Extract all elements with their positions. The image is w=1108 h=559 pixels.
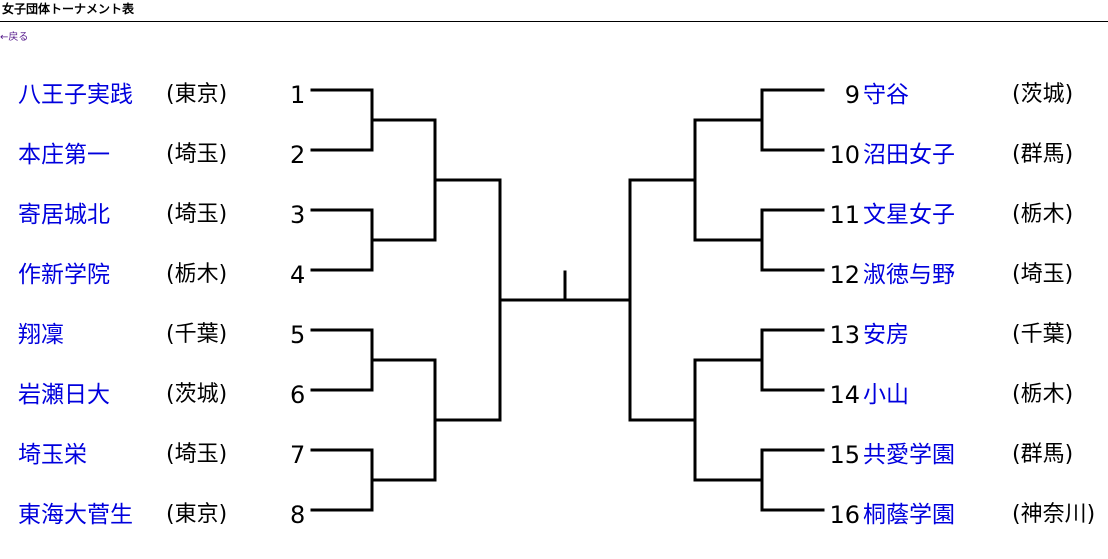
school-link-right-13[interactable]: 安房 xyxy=(863,322,909,348)
prefecture-right-15: (群馬) xyxy=(1012,442,1074,467)
school-link-left-5[interactable]: 翔凜 xyxy=(18,322,64,348)
page-title: 女子団体トーナメント表 xyxy=(2,2,135,16)
seed-number-1: 1 xyxy=(290,81,306,109)
prefecture-left-2: (埼玉) xyxy=(166,142,228,167)
seed-number-2: 2 xyxy=(290,141,306,169)
bracket-line-l-r2-1 xyxy=(433,118,502,242)
school-link-left-4[interactable]: 作新学院 xyxy=(18,262,110,288)
seed-number-7: 7 xyxy=(290,441,306,469)
school-link-left-1[interactable]: 八王子実践 xyxy=(18,82,133,108)
bracket-line-r-r1-3 xyxy=(693,328,825,392)
prefecture-left-8: (東京) xyxy=(166,502,228,527)
prefecture-right-10: (群馬) xyxy=(1012,142,1074,167)
school-link-left-8[interactable]: 東海大菅生 xyxy=(18,502,133,528)
prefecture-right-11: (栃木) xyxy=(1012,202,1074,227)
bracket-line-l-r2-2 xyxy=(433,358,502,482)
school-link-right-10[interactable]: 沼田女子 xyxy=(863,142,955,168)
prefecture-left-4: (栃木) xyxy=(166,262,228,287)
prefecture-right-14: (栃木) xyxy=(1012,382,1074,407)
bracket-line-final xyxy=(563,270,632,302)
school-link-right-9[interactable]: 守谷 xyxy=(863,82,909,108)
prefecture-left-6: (茨城) xyxy=(166,382,228,407)
bracket-line-r-r1-4 xyxy=(693,448,825,512)
school-link-left-2[interactable]: 本庄第一 xyxy=(18,142,110,168)
bracket-line-l-r1-3 xyxy=(310,328,437,392)
school-link-right-16[interactable]: 桐蔭学園 xyxy=(863,502,955,528)
prefecture-left-1: (東京) xyxy=(166,82,228,107)
school-link-right-11[interactable]: 文星女子 xyxy=(863,202,955,228)
seed-number-6: 6 xyxy=(290,381,306,409)
prefecture-right-12: (埼玉) xyxy=(1012,262,1074,287)
bracket-line-l-r1-4 xyxy=(310,448,437,512)
bracket-line-r-r1-1 xyxy=(693,88,825,152)
seed-number-3: 3 xyxy=(290,201,306,229)
bracket-line-l-r1-2 xyxy=(310,208,437,272)
seed-number-15: 15 xyxy=(829,441,860,469)
school-link-right-14[interactable]: 小山 xyxy=(863,382,909,408)
seed-number-8: 8 xyxy=(290,501,306,529)
seed-number-9: 9 xyxy=(844,81,860,109)
school-link-right-15[interactable]: 共愛学園 xyxy=(863,442,955,468)
back-link[interactable]: ←戻る xyxy=(0,32,29,43)
seed-number-11: 11 xyxy=(829,201,860,229)
bracket-line-r-r2-2 xyxy=(628,358,697,482)
seed-number-14: 14 xyxy=(829,381,860,409)
prefecture-left-5: (千葉) xyxy=(166,322,228,347)
school-link-left-6[interactable]: 岩瀬日大 xyxy=(18,382,110,408)
seed-number-16: 16 xyxy=(829,501,860,529)
prefecture-left-7: (埼玉) xyxy=(166,442,228,467)
bracket-line-r-r3 xyxy=(563,178,632,422)
seed-number-10: 10 xyxy=(829,141,860,169)
page-header: 女子団体トーナメント表 xyxy=(0,0,1108,22)
bracket-line-l-r1-1 xyxy=(310,88,437,152)
prefecture-right-9: (茨城) xyxy=(1012,82,1074,107)
bracket-line-l-r3 xyxy=(498,178,567,422)
prefecture-right-16: (神奈川) xyxy=(1012,502,1096,527)
prefecture-left-3: (埼玉) xyxy=(166,202,228,227)
bracket-line-r-r2-1 xyxy=(628,118,697,242)
seed-number-12: 12 xyxy=(829,261,860,289)
seed-number-5: 5 xyxy=(290,321,306,349)
seed-number-13: 13 xyxy=(829,321,860,349)
school-link-right-12[interactable]: 淑徳与野 xyxy=(863,262,955,288)
school-link-left-7[interactable]: 埼玉栄 xyxy=(18,442,87,468)
seed-number-4: 4 xyxy=(290,261,306,289)
bracket-line-r-r1-2 xyxy=(693,208,825,272)
prefecture-right-13: (千葉) xyxy=(1012,322,1074,347)
school-link-left-3[interactable]: 寄居城北 xyxy=(18,202,110,228)
